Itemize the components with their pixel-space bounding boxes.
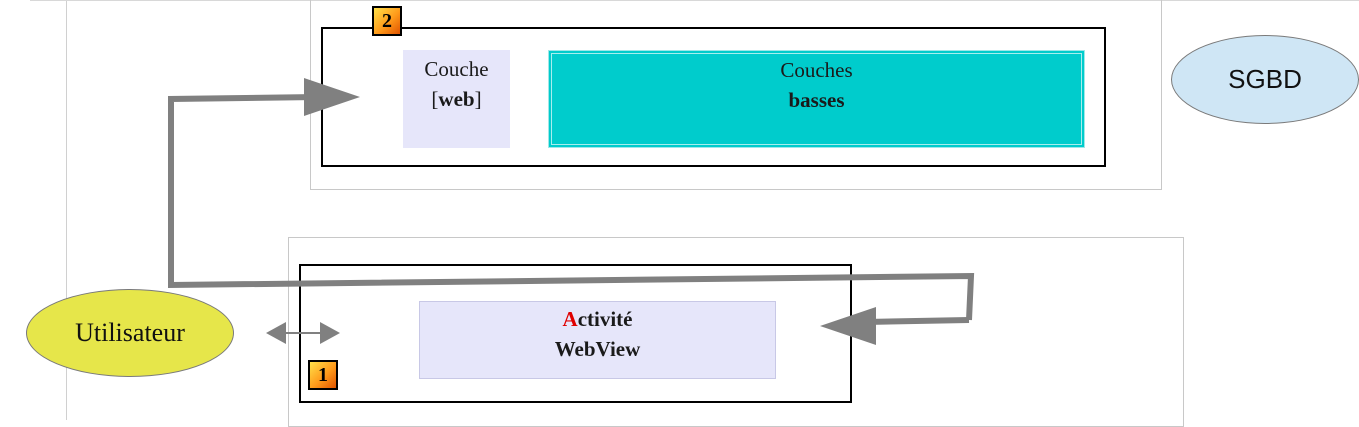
couche-web-label: Couche: [424, 57, 489, 81]
loop-connector-line: [168, 94, 975, 321]
left-guide-line: [66, 0, 67, 420]
activite-webview-box: Activité WebView: [419, 301, 776, 379]
utilisateur-node: Utilisateur: [26, 289, 234, 377]
sgbd-label: SGBD: [1228, 64, 1302, 94]
badge-1: 1: [308, 360, 338, 390]
top-guide-line: [30, 0, 1359, 1]
user-link-arrowhead-left: [266, 322, 286, 344]
couche-web-sub: [web]: [431, 87, 482, 111]
sgbd-node: SGBD: [1171, 35, 1359, 124]
couches-basses-sub: basses: [788, 88, 845, 112]
couches-basses-box: Couches basses: [548, 50, 1085, 148]
arrowhead-to-activite: [820, 307, 876, 345]
arrowhead-to-couche-web: [304, 78, 360, 116]
activite-connector-line: [865, 317, 970, 325]
activite-label: Activité: [562, 307, 633, 331]
couches-basses-label: Couches: [780, 58, 853, 82]
utilisateur-label: Utilisateur: [75, 318, 185, 347]
couche-web-box: Couche [web]: [403, 50, 510, 148]
badge-2: 2: [372, 6, 402, 36]
webview-label: WebView: [554, 337, 641, 361]
user-link-arrowhead-right: [320, 322, 340, 344]
